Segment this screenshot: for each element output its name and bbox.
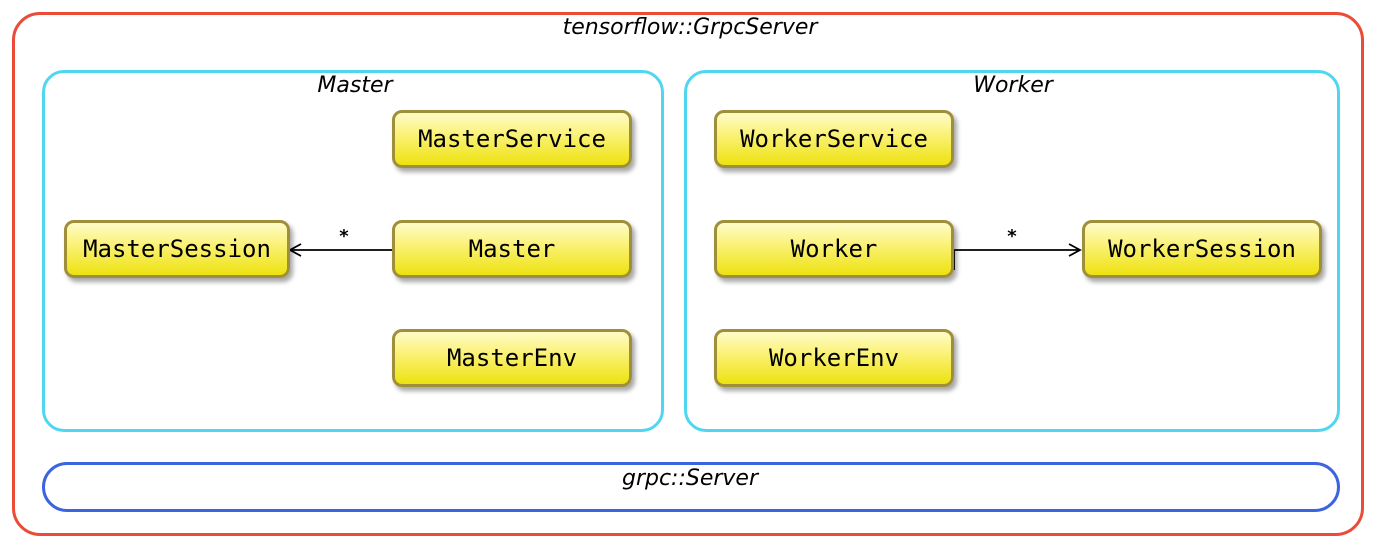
master-region	[42, 70, 664, 432]
node-master-service[interactable]: MasterService	[392, 110, 632, 168]
edge-worker-to-workersession	[953, 243, 1082, 270]
grpc-server-bar	[42, 462, 1340, 512]
grpc-server-container	[12, 12, 1364, 536]
node-master-session[interactable]: MasterSession	[64, 220, 290, 278]
edge-master-multiplicity: *	[339, 226, 349, 247]
node-master[interactable]: Master	[392, 220, 632, 278]
node-master-env[interactable]: MasterEnv	[392, 329, 632, 387]
grpc-server-label: grpc::Server	[621, 466, 759, 491]
node-worker-env[interactable]: WorkerEnv	[714, 329, 954, 387]
node-worker-session[interactable]: WorkerSession	[1082, 220, 1322, 278]
grpc-server-container-label: tensorflow::GrpcServer	[562, 15, 818, 40]
worker-region-label: Worker	[973, 73, 1053, 98]
master-region-label: Master	[317, 73, 393, 98]
edge-worker-multiplicity: *	[1007, 226, 1017, 247]
node-worker[interactable]: Worker	[714, 220, 954, 278]
node-worker-service[interactable]: WorkerService	[714, 110, 954, 168]
worker-region	[684, 70, 1340, 432]
